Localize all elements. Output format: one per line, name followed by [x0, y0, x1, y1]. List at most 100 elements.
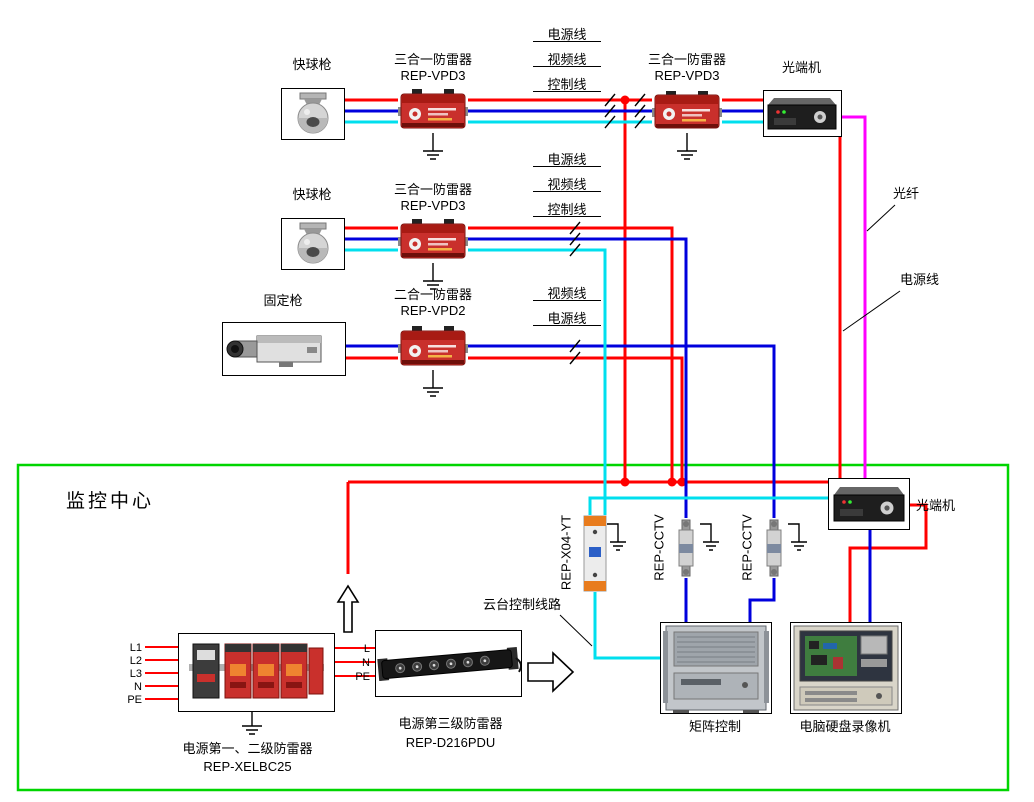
pc-dvr-image — [793, 625, 899, 711]
video-spd-1 — [672, 518, 700, 578]
dome-camera-image — [297, 92, 329, 134]
optical-transceiver-image — [767, 98, 837, 130]
power-label-leader — [842, 290, 901, 332]
spd-stage12-title: 电源第一、二级防雷器 — [182, 741, 313, 756]
matrix-label: 矩阵控制 — [688, 719, 741, 734]
matrix-image — [663, 625, 769, 713]
mains-l2-label: L2 — [129, 655, 142, 667]
ptz-control-spd — [583, 515, 607, 592]
cctv-spd1-label: REP-CCTV — [651, 514, 667, 581]
spd3-title: 三合一防雷器 — [393, 182, 472, 197]
mains-n-label: N — [134, 681, 142, 693]
spd4-model: REP-VPD2 — [400, 303, 466, 318]
mid-pe-label: PE — [355, 671, 370, 683]
optical1-label: 光端机 — [781, 60, 821, 75]
video-spd-2 — [760, 518, 788, 578]
junction-dot — [677, 477, 687, 487]
power-spd-stage3-pdu — [375, 630, 522, 697]
mains-pe-label: PE — [127, 694, 142, 706]
spd2-title: 三合一防雷器 — [647, 52, 726, 67]
spd-stage12-model: REP-XELBC25 — [203, 759, 292, 774]
wire-power-row2 — [343, 226, 674, 482]
row3-video-line-label: 视频线 — [533, 283, 601, 301]
ground-symbol — [423, 263, 443, 290]
fixed-box-camera — [222, 322, 346, 376]
wire-power-row3 — [344, 356, 684, 482]
surge-protector-vpd3-3 — [398, 218, 468, 263]
ground-symbol — [423, 133, 443, 160]
power-spd-stage12 — [178, 633, 335, 712]
spd-device-image — [398, 219, 468, 259]
junction-dot — [620, 95, 630, 105]
speed-dome-camera-1 — [281, 88, 345, 140]
center-title: 监控中心 — [66, 491, 155, 512]
ground-symbol — [423, 370, 443, 397]
ground-symbol — [242, 710, 262, 735]
wire-video-row2 — [343, 237, 688, 520]
row2-video-line-label: 视频线 — [533, 174, 601, 192]
spd-device-image — [652, 91, 722, 129]
spd1-title: 三合一防雷器 — [393, 52, 472, 67]
ptz-line-label: 云台控制线路 — [483, 597, 562, 612]
optical-transceiver-image — [833, 487, 905, 522]
surge-protector-vpd2 — [398, 325, 468, 370]
row2-power-line-label: 电源线 — [533, 149, 601, 167]
cable-bundle-marks — [634, 93, 646, 129]
junction-dot — [620, 477, 630, 487]
spd-device-image — [398, 326, 468, 366]
camera1-label: 快球枪 — [292, 57, 332, 72]
camera2-label: 快球枪 — [292, 187, 332, 202]
spd1-model: REP-VPD3 — [400, 68, 466, 83]
dome-camera-image — [297, 222, 329, 264]
wire-video-cctv2-matrix — [748, 578, 776, 622]
surge-protector-vpd3-2 — [652, 90, 722, 133]
mains-l3-label: L3 — [129, 668, 142, 680]
wire-fiber-trunk — [840, 115, 867, 478]
right-arrow — [527, 651, 575, 693]
spd2-model: REP-VPD3 — [654, 68, 720, 83]
fiber-label-leader — [866, 204, 896, 232]
row1-video-line-label: 视频线 — [533, 49, 601, 67]
spd-stage3-model: REP-D216PDU — [405, 735, 496, 750]
pdu-image — [377, 646, 522, 682]
fiber-label: 光纤 — [893, 186, 920, 201]
cctv-spd2-label: REP-CCTV — [739, 514, 755, 581]
mains-l1-label: L1 — [129, 642, 142, 654]
optical-transceiver-1 — [763, 90, 842, 137]
cctv-spd-image — [766, 519, 782, 577]
wire-mains-input — [145, 646, 178, 700]
surge-protector-vpd3-1 — [398, 88, 468, 133]
cable-bundle-marks — [569, 339, 581, 365]
row3-power-line-label: 电源线 — [533, 308, 601, 326]
cable-bundle-marks — [604, 93, 616, 129]
matrix-controller — [660, 622, 772, 714]
ground-symbol — [607, 523, 626, 551]
ptz-spd-label: REP-X04-YT — [558, 514, 574, 591]
trunk-power-label: 电源线 — [900, 272, 940, 287]
monitoring-center-boundary — [16, 463, 1010, 792]
fixed-camera-label: 固定枪 — [263, 293, 303, 308]
mid-l-label: L — [363, 643, 370, 655]
ptz-spd-image — [583, 515, 607, 592]
ground-symbol — [677, 133, 697, 160]
row1-control-line-label: 控制线 — [533, 74, 601, 92]
ground-symbol — [788, 523, 807, 551]
ground-symbol — [700, 523, 719, 551]
optical-transceiver-2 — [828, 478, 910, 530]
cable-bundle-marks — [569, 221, 581, 257]
ptz-line-label-leader — [559, 614, 593, 647]
spd4-title: 二合一防雷器 — [393, 287, 472, 302]
mid-n-label: N — [362, 657, 370, 669]
spd-stage3-title: 电源第三级防雷器 — [398, 716, 503, 731]
wire-control-optical2-ptzspd — [588, 496, 828, 517]
speed-dome-camera-2 — [281, 218, 345, 270]
row2-control-line-label: 控制线 — [533, 199, 601, 217]
wire-video-row3 — [344, 344, 776, 520]
spd3-model: REP-VPD3 — [400, 198, 466, 213]
wire-mains-to-pdu — [333, 647, 375, 677]
power-spd-image — [189, 643, 324, 699]
up-arrow — [336, 584, 360, 633]
spd-device-image — [398, 89, 468, 129]
row1-power-line-label: 电源线 — [533, 24, 601, 42]
